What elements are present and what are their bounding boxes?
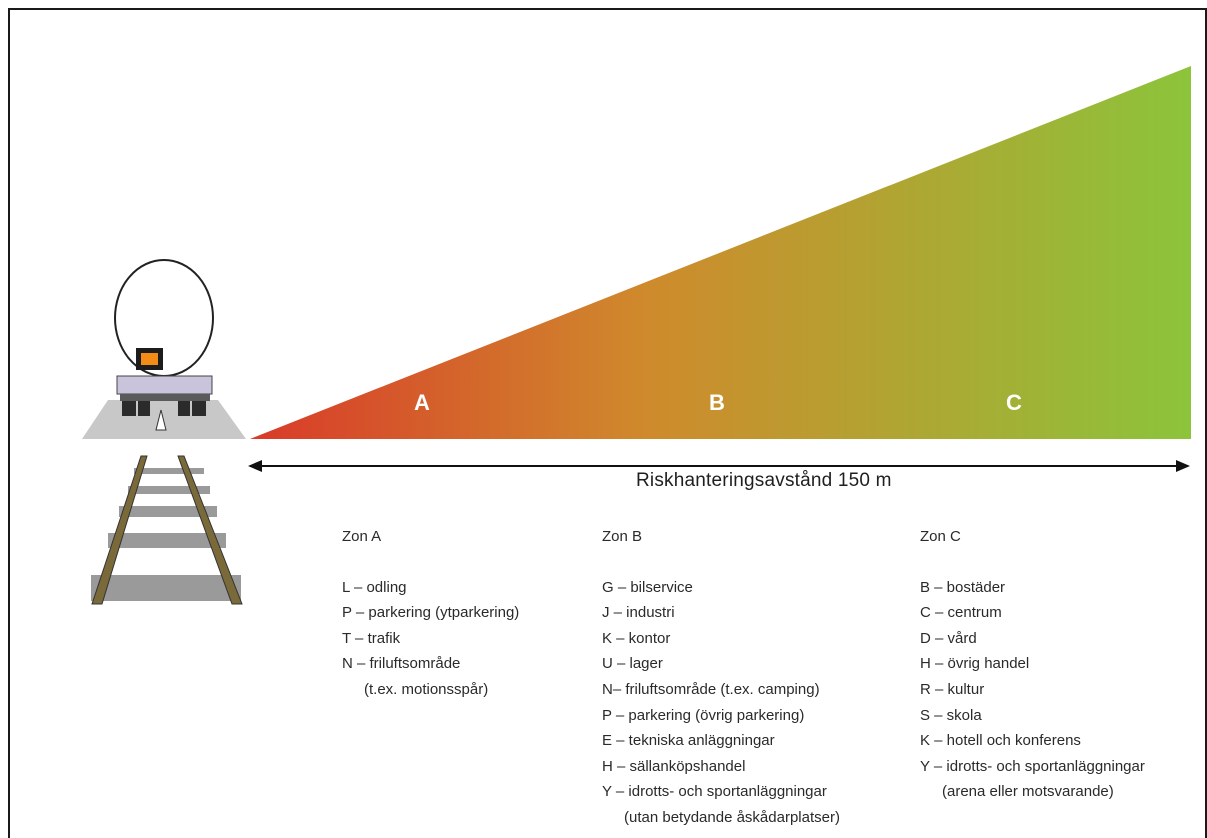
zone-b-title: Zon B — [602, 528, 643, 545]
zone-a-item: P – parkering (ytparkering) — [342, 604, 520, 622]
zone-b-item: U – lager — [602, 655, 663, 673]
zone-a-title: Zon A — [342, 528, 382, 545]
zone-a-item: T – trafik — [342, 629, 401, 647]
zone-c-item: H – övrig handel — [920, 655, 1030, 673]
zone-b-item: H – sällanköpshandel — [602, 757, 746, 775]
zone-letter-a: A — [414, 390, 430, 415]
zone-b-item: K – kontor — [602, 629, 671, 647]
zone-c-title: Zon C — [920, 528, 961, 545]
wagon-wheel-left-1 — [122, 401, 136, 416]
track-sleeper — [119, 506, 217, 517]
track-rail-right — [177, 455, 243, 605]
zone-c-item: C – centrum — [920, 604, 1002, 622]
wagon-wheel-left-2 — [138, 401, 150, 416]
figure-frame — [8, 8, 1207, 838]
zone-b-item: Y – idrotts- och sportanläggningar — [602, 783, 827, 801]
zone-letter-c: C — [1006, 390, 1022, 415]
zone-a-item: L – odling — [342, 578, 407, 596]
railway-track-illustration — [91, 455, 243, 605]
wagon-chassis — [116, 375, 213, 395]
track-sleeper — [128, 486, 210, 494]
zone-c-item: B – bostäder — [920, 578, 1006, 596]
distance-label: Riskhanteringsavstånd 150 m — [636, 470, 892, 491]
wagon-wheel-right-1 — [178, 401, 190, 416]
zone-b-item: N– friluftsområde (t.ex. camping) — [602, 680, 820, 698]
zone-b-item-continuation: (utan betydande åskådarplatser) — [624, 808, 840, 826]
zone-b-item: J – industri — [602, 604, 675, 622]
zone-c-legend: Zon C B – bostäder C – centrum D – vård … — [920, 524, 1145, 805]
zone-b-legend: Zon B G – bilservice J – industri K – ko… — [602, 524, 840, 831]
zone-c-item: R – kultur — [920, 680, 985, 698]
wagon-platform — [82, 400, 246, 439]
zone-b-item: E – tekniska anläggningar — [602, 732, 775, 750]
zone-a-item-continuation: (t.ex. motionsspår) — [364, 680, 489, 698]
cargo-placard-orange — [141, 353, 158, 365]
zone-c-item: S – skola — [920, 706, 982, 724]
wagon-wheel-right-2 — [192, 401, 206, 416]
track-sleeper — [91, 575, 241, 601]
tank-body — [114, 259, 214, 377]
wagon-buffer — [155, 409, 167, 431]
zone-a-legend: Zon A L – odling P – parkering (ytparker… — [342, 524, 519, 703]
risk-gradient-wedge — [250, 66, 1191, 439]
zone-c-item: Y – idrotts- och sportanläggningar — [920, 757, 1145, 775]
zone-c-item: D – vård — [920, 629, 977, 647]
track-rail-left — [91, 455, 148, 605]
zone-c-item-continuation: (arena eller motsvarande) — [942, 783, 1114, 801]
zone-a-item: N – friluftsområde — [342, 655, 461, 673]
zone-c-item: K – hotell och konferens — [920, 732, 1081, 750]
zone-b-item: P – parkering (övrig parkering) — [602, 706, 805, 724]
zone-letter-b: B — [709, 390, 725, 415]
track-sleeper — [108, 533, 226, 548]
tank-wagon-illustration — [82, 259, 246, 439]
zone-b-item: G – bilservice — [602, 578, 693, 596]
track-sleeper — [134, 468, 204, 474]
wagon-underframe — [120, 394, 210, 401]
